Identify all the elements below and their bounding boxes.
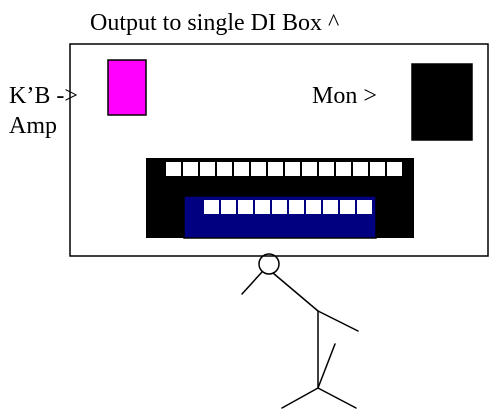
upper-key <box>285 162 300 176</box>
figure-slash-line <box>317 343 336 389</box>
upper-key <box>370 162 385 176</box>
diagram-title: Output to single DI Box ^ <box>90 10 340 36</box>
upper-key <box>336 162 351 176</box>
upper-key <box>217 162 232 176</box>
upper-key <box>353 162 368 176</box>
figure-right-leg <box>317 387 357 409</box>
keyboard-amp-box <box>107 59 147 116</box>
monitor-label: Mon > <box>312 83 377 109</box>
upper-key <box>234 162 249 176</box>
keyboard-console <box>146 158 414 239</box>
lower-key <box>272 200 287 214</box>
lower-key <box>323 200 338 214</box>
upper-key <box>302 162 317 176</box>
stage-outline <box>69 43 489 257</box>
upper-key <box>251 162 266 176</box>
upper-key-row <box>166 162 402 176</box>
stick-figure-person-icon <box>241 253 359 409</box>
figure-head <box>258 253 280 275</box>
lower-key <box>306 200 321 214</box>
upper-key <box>268 162 283 176</box>
upper-key <box>183 162 198 176</box>
lower-key <box>289 200 304 214</box>
figure-left-arm <box>241 271 263 295</box>
lower-key <box>238 200 253 214</box>
keyboard-amp-label: K’B -> <box>9 83 78 109</box>
lower-key <box>204 200 219 214</box>
lower-key <box>357 200 372 214</box>
upper-key <box>319 162 334 176</box>
lower-key <box>340 200 355 214</box>
monitor-box <box>411 63 473 141</box>
lower-key <box>221 200 236 214</box>
upper-key <box>387 162 402 176</box>
amp-label: Amp <box>9 113 57 139</box>
figure-left-leg <box>281 387 319 409</box>
lower-key <box>255 200 270 214</box>
upper-key <box>166 162 181 176</box>
figure-upper-body <box>272 272 319 312</box>
lower-key-row <box>204 200 372 214</box>
upper-key <box>200 162 215 176</box>
figure-right-arm <box>317 310 359 332</box>
